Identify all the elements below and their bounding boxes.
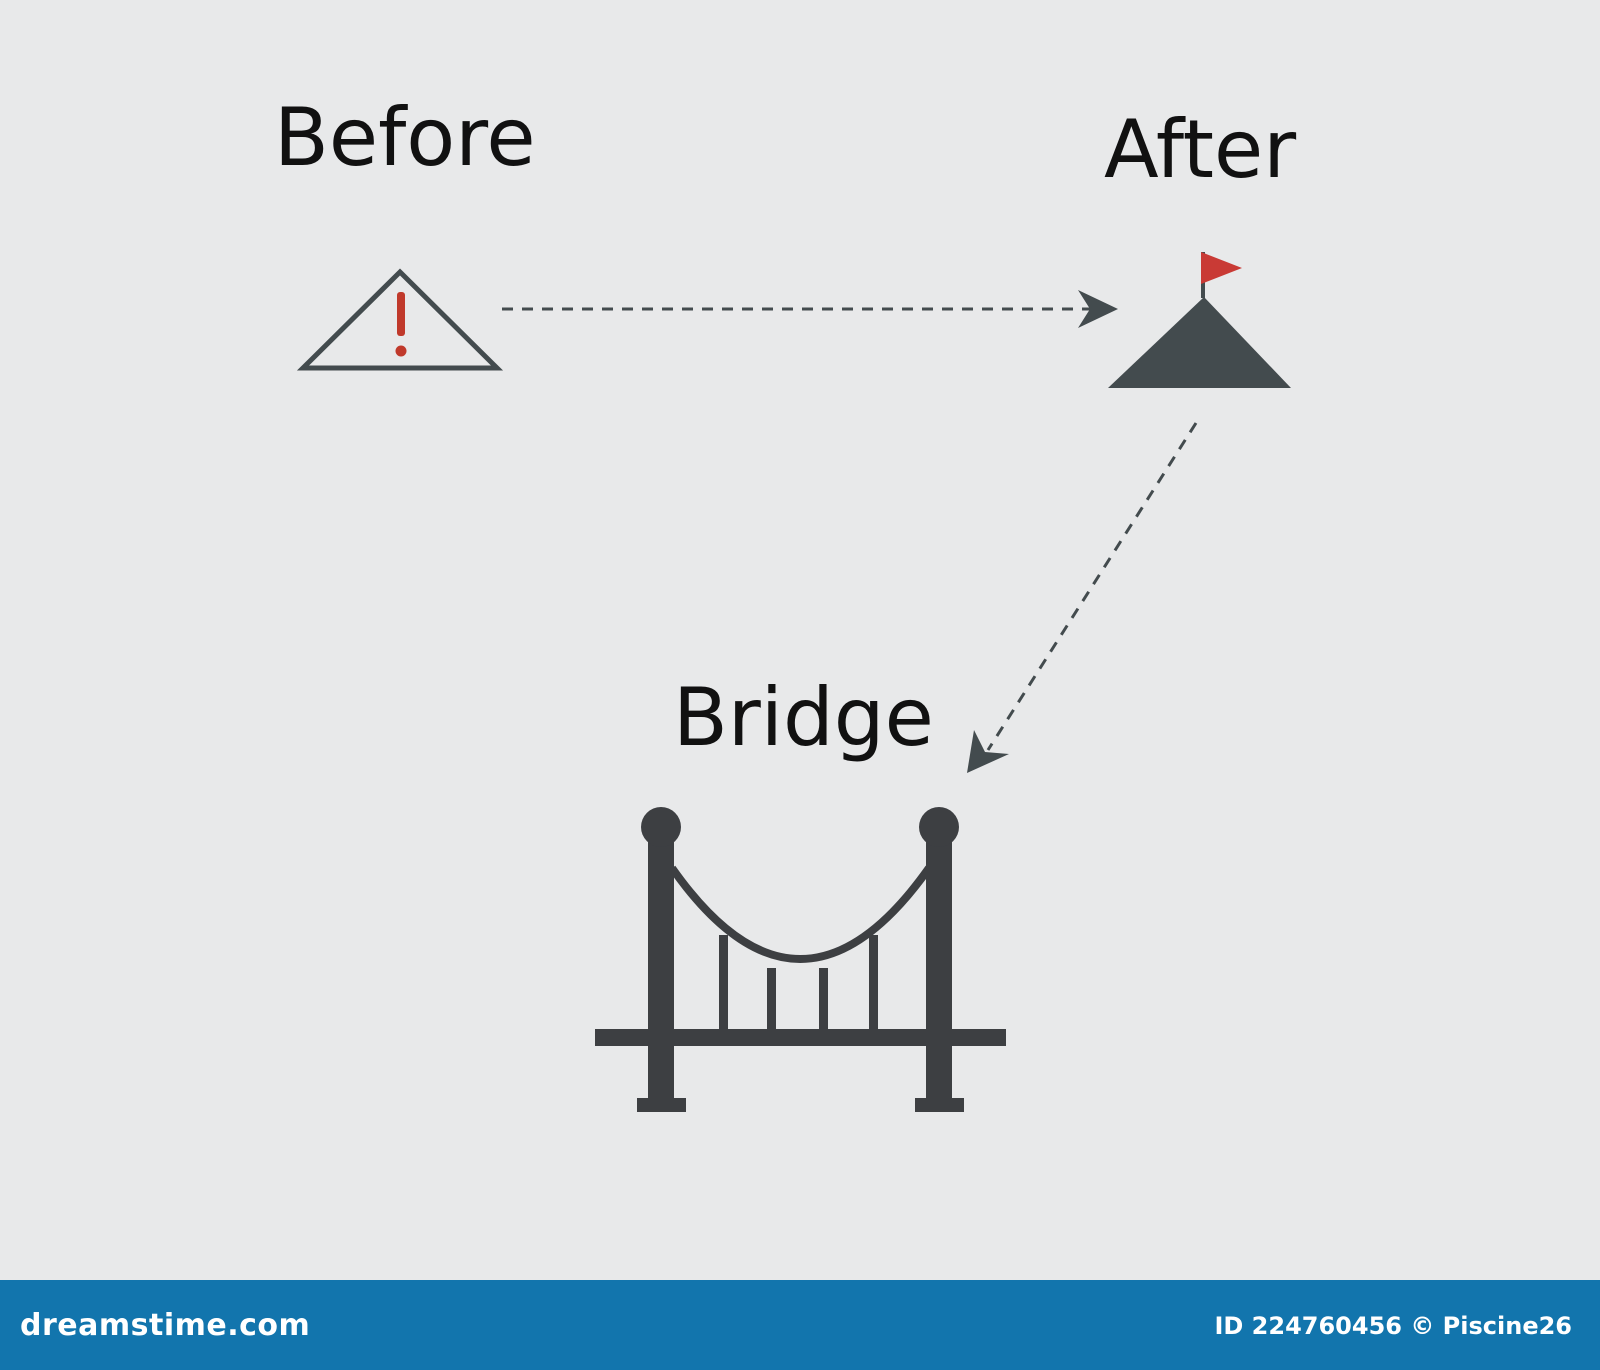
mountain-flag-icon xyxy=(1108,252,1291,388)
after-label: After xyxy=(1104,103,1297,196)
footer-brand[interactable]: dreamstime.com xyxy=(20,1308,311,1343)
footer-id-credit: ID 224760456 © Piscine26 xyxy=(1214,1312,1572,1340)
before-label: Before xyxy=(274,91,536,184)
footer-bar: dreamstime.com ID 224760456 © Piscine26 xyxy=(0,1280,1600,1370)
warning-triangle-icon xyxy=(296,268,504,371)
bridge-label: Bridge xyxy=(673,671,934,764)
bridge-icon xyxy=(595,807,1006,1112)
diagram: Before After Bridge xyxy=(274,91,1297,1112)
arrow-before-to-after xyxy=(502,290,1118,328)
arrow-after-to-bridge xyxy=(967,422,1198,773)
diagram-canvas xyxy=(296,252,1291,1112)
